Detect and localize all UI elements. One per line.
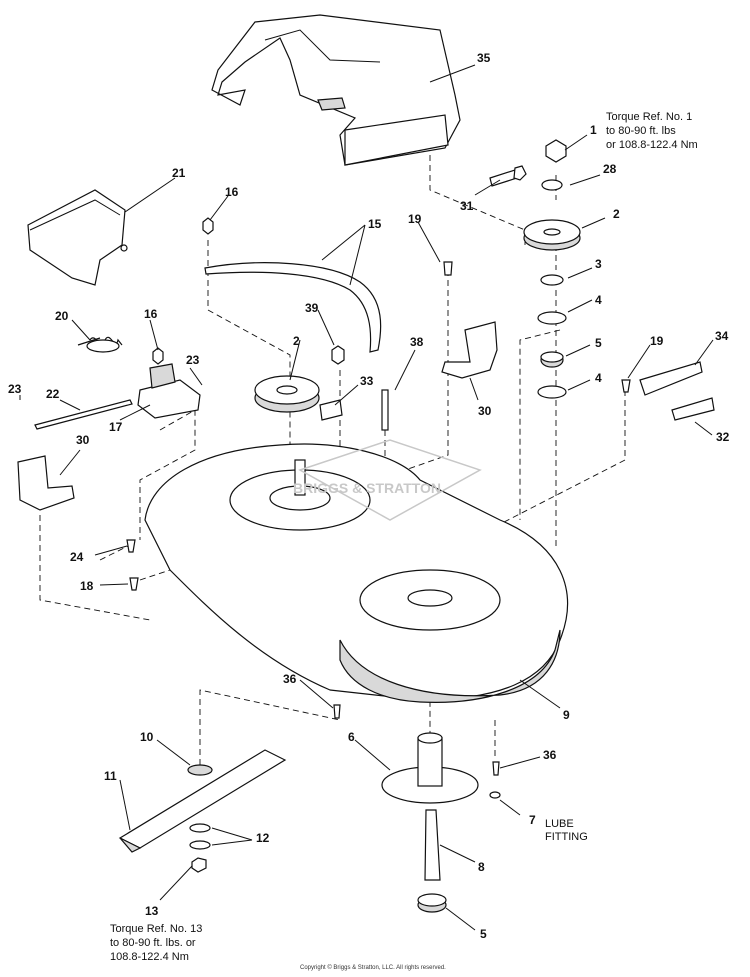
deck-housing-9 — [144, 443, 569, 703]
blade-11 — [118, 749, 287, 853]
callout-16-left: 16 — [144, 307, 158, 321]
callout-31: 31 — [460, 199, 474, 213]
callout-labels: 35 1 28 2 3 4 5 4 21 16 15 19 31 20 16 2… — [8, 51, 730, 941]
callout-2-center: 2 — [293, 334, 300, 348]
lube-fitting-note: LUBE FITTING — [545, 818, 588, 843]
bracket-32 — [671, 397, 715, 421]
copyright-notice: Copyright © Briggs & Stratton, LLC. All … — [300, 965, 446, 971]
torque-note-top: Torque Ref. No. 1 to 80-90 ft. lbs or 10… — [606, 111, 698, 151]
callout-38: 38 — [410, 335, 424, 349]
torque-note-bottom: Torque Ref. No. 13 to 80-90 ft. lbs. or … — [110, 923, 203, 963]
bracket-30-right — [441, 321, 498, 379]
callout-16-upper: 16 — [225, 185, 239, 199]
pulley-stack — [523, 139, 581, 399]
callout-23-left: 23 — [8, 382, 22, 396]
callout-36-left: 36 — [283, 672, 297, 686]
bracket-30-left — [17, 455, 75, 511]
watermark-text: BRIGGS & STRATTON — [293, 480, 441, 496]
callout-17: 17 — [109, 420, 123, 434]
callout-5-lower: 5 — [480, 927, 487, 941]
callout-21: 21 — [172, 166, 186, 180]
belt-guide-15 — [204, 262, 382, 353]
deflector-34 — [639, 361, 703, 396]
idler-bracket-17 — [137, 363, 201, 419]
callout-4-upper: 4 — [595, 293, 602, 307]
callout-19-right: 19 — [650, 334, 664, 348]
blade-hardware — [187, 764, 213, 873]
callout-35: 35 — [477, 51, 491, 65]
callout-34: 34 — [715, 329, 729, 343]
callout-19-center: 19 — [408, 212, 422, 226]
spindle-shaft-8 — [424, 809, 441, 881]
callout-7: 7 — [529, 813, 536, 827]
pulley-2-center — [254, 375, 320, 413]
callout-36-right: 36 — [543, 748, 557, 762]
callout-15: 15 — [368, 217, 382, 231]
callout-12: 12 — [256, 831, 270, 845]
callout-6: 6 — [348, 730, 355, 744]
shield-21 — [27, 189, 128, 286]
callout-1: 1 — [590, 123, 597, 137]
callout-13: 13 — [145, 904, 159, 918]
callout-28: 28 — [603, 162, 617, 176]
rod-22 — [34, 399, 133, 430]
callout-11: 11 — [104, 769, 117, 783]
callout-30-left: 30 — [76, 433, 90, 447]
callout-23-right: 23 — [186, 353, 200, 367]
callout-33: 33 — [360, 374, 374, 388]
callout-5-upper: 5 — [595, 336, 602, 350]
callout-22: 22 — [46, 387, 60, 401]
callout-32: 32 — [716, 430, 730, 444]
deck-cover-35 — [211, 14, 461, 166]
spindle-housing-6 — [381, 732, 479, 804]
callout-18: 18 — [80, 579, 94, 593]
small-hardware — [126, 217, 631, 799]
callout-24: 24 — [70, 550, 84, 564]
bearing-5-bottom — [417, 893, 447, 913]
callout-10: 10 — [140, 730, 154, 744]
callout-30-right: 30 — [478, 404, 492, 418]
callout-9: 9 — [563, 708, 570, 722]
spring-20 — [77, 336, 123, 353]
callout-2-right: 2 — [613, 207, 620, 221]
callout-leaders — [19, 64, 714, 931]
watermark: BRIGGS & STRATTON — [293, 439, 482, 521]
callout-4-lower: 4 — [595, 371, 602, 385]
callout-8: 8 — [478, 860, 485, 874]
callout-3: 3 — [595, 257, 602, 271]
callout-20: 20 — [55, 309, 69, 323]
callout-39: 39 — [305, 301, 319, 315]
